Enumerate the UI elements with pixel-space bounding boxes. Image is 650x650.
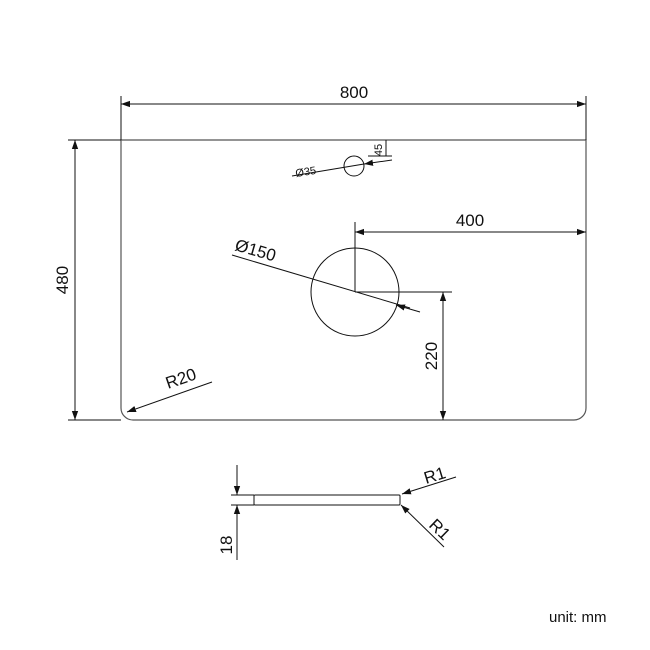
thickness-label: 18 bbox=[217, 536, 236, 555]
basin-y-dimension: 220 bbox=[355, 291, 452, 420]
basin-y-label: 220 bbox=[422, 342, 441, 370]
thickness-dimension: 18 bbox=[217, 465, 254, 560]
edge-radius-bottom-label: R1 bbox=[425, 515, 454, 544]
unit-note: unit: mm bbox=[549, 609, 607, 626]
tap-hole-offset-dimension: 45 bbox=[368, 140, 392, 157]
edge-radius-top-label: R1 bbox=[422, 463, 448, 488]
tap-hole-diameter-callout: Ø35 bbox=[291, 159, 393, 180]
slab-profile bbox=[253, 494, 401, 506]
edge-radius-bottom-callout: R1 bbox=[400, 504, 454, 548]
corner-radius-callout: R20 bbox=[126, 365, 213, 413]
basin-hole-diameter-label: Ø150 bbox=[233, 236, 278, 266]
tap-hole-diameter-label: Ø35 bbox=[295, 165, 317, 180]
height-label: 480 bbox=[53, 266, 72, 294]
countertop-outline bbox=[120, 139, 587, 421]
basin-hole-diameter-callout: Ø150 bbox=[231, 236, 421, 313]
tap-hole-offset-label: 45 bbox=[373, 144, 385, 156]
side-view: 18 R1 R1 bbox=[217, 463, 457, 560]
basin-x-dimension: 400 bbox=[354, 211, 586, 292]
width-label: 800 bbox=[340, 83, 368, 102]
width-dimension: 800 bbox=[120, 83, 587, 140]
top-view: 800 480 Ø35 45 Ø150 bbox=[53, 83, 587, 421]
tap-hole bbox=[343, 155, 365, 177]
basin-x-label: 400 bbox=[456, 211, 484, 230]
edge-radius-top-callout: R1 bbox=[401, 463, 457, 495]
height-dimension: 480 bbox=[53, 139, 121, 421]
